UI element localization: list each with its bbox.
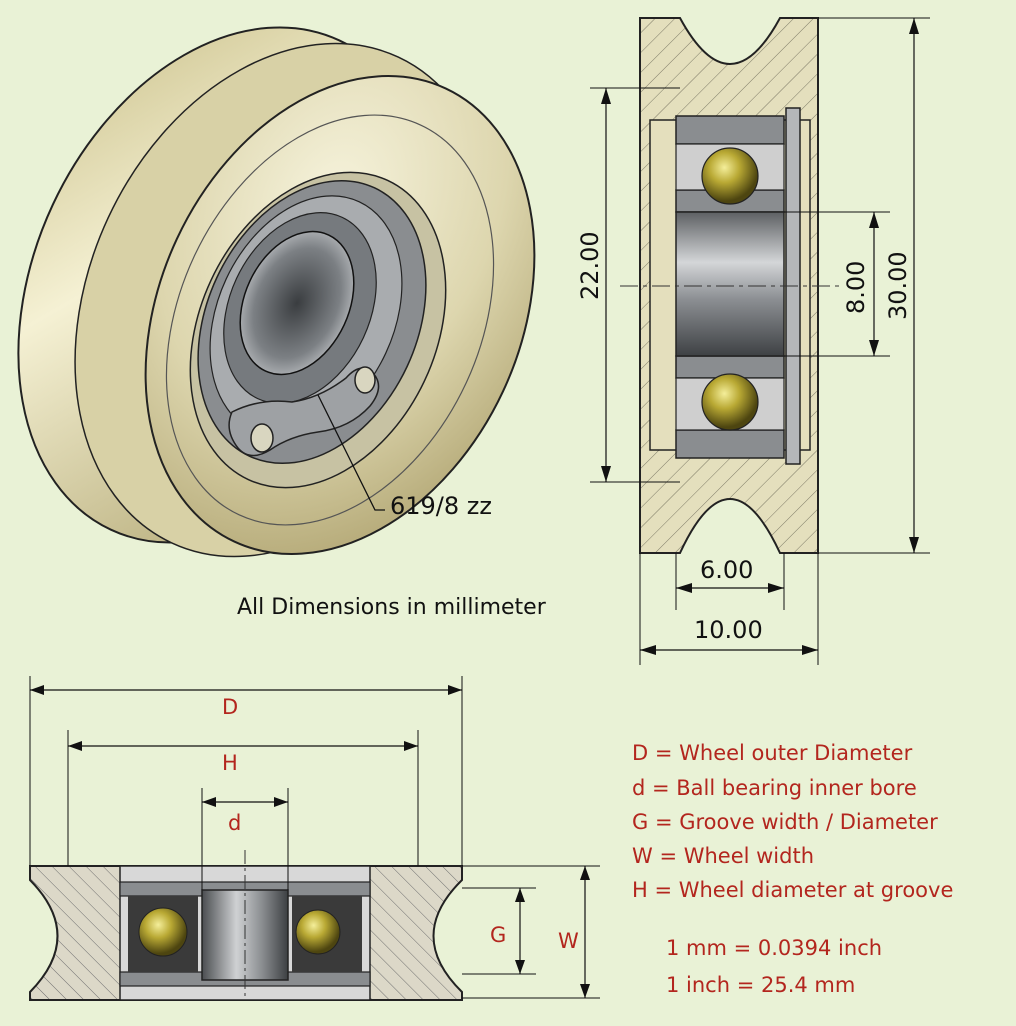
dim-8-arrow-top: [869, 212, 879, 228]
legend: D = Wheel outer Diameter d = Ball bearin…: [632, 741, 953, 997]
legend-item-G: G = Groove width / Diameter: [632, 810, 938, 834]
section-view: 22.00 8.00 30.00 6.00 10.00: [576, 17, 930, 665]
dim-D-arrow-right: [448, 685, 462, 695]
letter-view: D H d G W: [29, 676, 600, 1001]
dim-10-arrow-left: [640, 645, 656, 655]
iso-bore: [239, 230, 355, 376]
dim-H-arrow-left: [68, 741, 82, 751]
section-outer-race-top: [675, 115, 785, 145]
dim-22-arrow-bottom: [601, 466, 611, 482]
dim-6-label: 6.00: [700, 556, 753, 584]
dim-30-arrow-bottom: [909, 537, 919, 553]
dim-22-label: 22.00: [576, 231, 604, 300]
dim-W-arrow-top: [580, 866, 590, 880]
section-outer-race-bottom: [675, 429, 785, 459]
letter-ball-right: [295, 909, 341, 955]
bearing-label: 619/8 zz: [390, 492, 492, 520]
iso-clip-hole-left: [250, 423, 274, 453]
legend-item-H: H = Wheel diameter at groove: [632, 878, 953, 902]
dim-H-label: H: [222, 751, 238, 775]
dim-8-arrow-bottom: [869, 340, 879, 356]
dim-30-arrow-top: [909, 18, 919, 34]
dim-G-label: G: [490, 923, 506, 947]
iso-face-ring: [165, 114, 495, 526]
conversion-mm-inch: 1 mm = 0.0394 inch: [666, 936, 882, 960]
dim-D-label: D: [222, 695, 238, 719]
section-bore: [675, 211, 785, 357]
dim-G-arrow-bottom: [515, 960, 525, 974]
iso-wheel-view: 619/8 zz: [17, 26, 536, 558]
iso-leader-line: [317, 394, 385, 511]
dim-8-label: 8.00: [842, 261, 870, 314]
dim-10-label: 10.00: [694, 616, 763, 644]
dim-6-arrow-left: [676, 583, 692, 593]
dim-22-arrow-top: [601, 88, 611, 104]
legend-item-W: W = Wheel width: [632, 844, 814, 868]
dim-d-arrow-left: [202, 797, 216, 807]
dim-D-arrow-left: [30, 685, 44, 695]
units-note: All Dimensions in millimeter: [237, 595, 547, 620]
dim-d-label: d: [228, 811, 241, 835]
legend-item-d: d = Ball bearing inner bore: [632, 776, 917, 800]
section-ball-bottom: [701, 373, 759, 431]
dim-G-arrow-top: [515, 888, 525, 902]
dim-30-label: 30.00: [884, 251, 912, 320]
legend-item-D: D = Wheel outer Diameter: [632, 741, 913, 765]
dim-H-arrow-right: [404, 741, 418, 751]
iso-clip-hole-right: [354, 366, 376, 394]
section-ball-top: [701, 147, 759, 205]
dim-10-arrow-right: [802, 645, 818, 655]
dim-W-label: W: [558, 929, 579, 953]
conversion-inch-mm: 1 inch = 25.4 mm: [666, 973, 855, 997]
dim-d-arrow-right: [274, 797, 288, 807]
dim-W-arrow-bottom: [580, 984, 590, 998]
dim-6-arrow-right: [768, 583, 784, 593]
letter-ball-left: [138, 907, 188, 957]
